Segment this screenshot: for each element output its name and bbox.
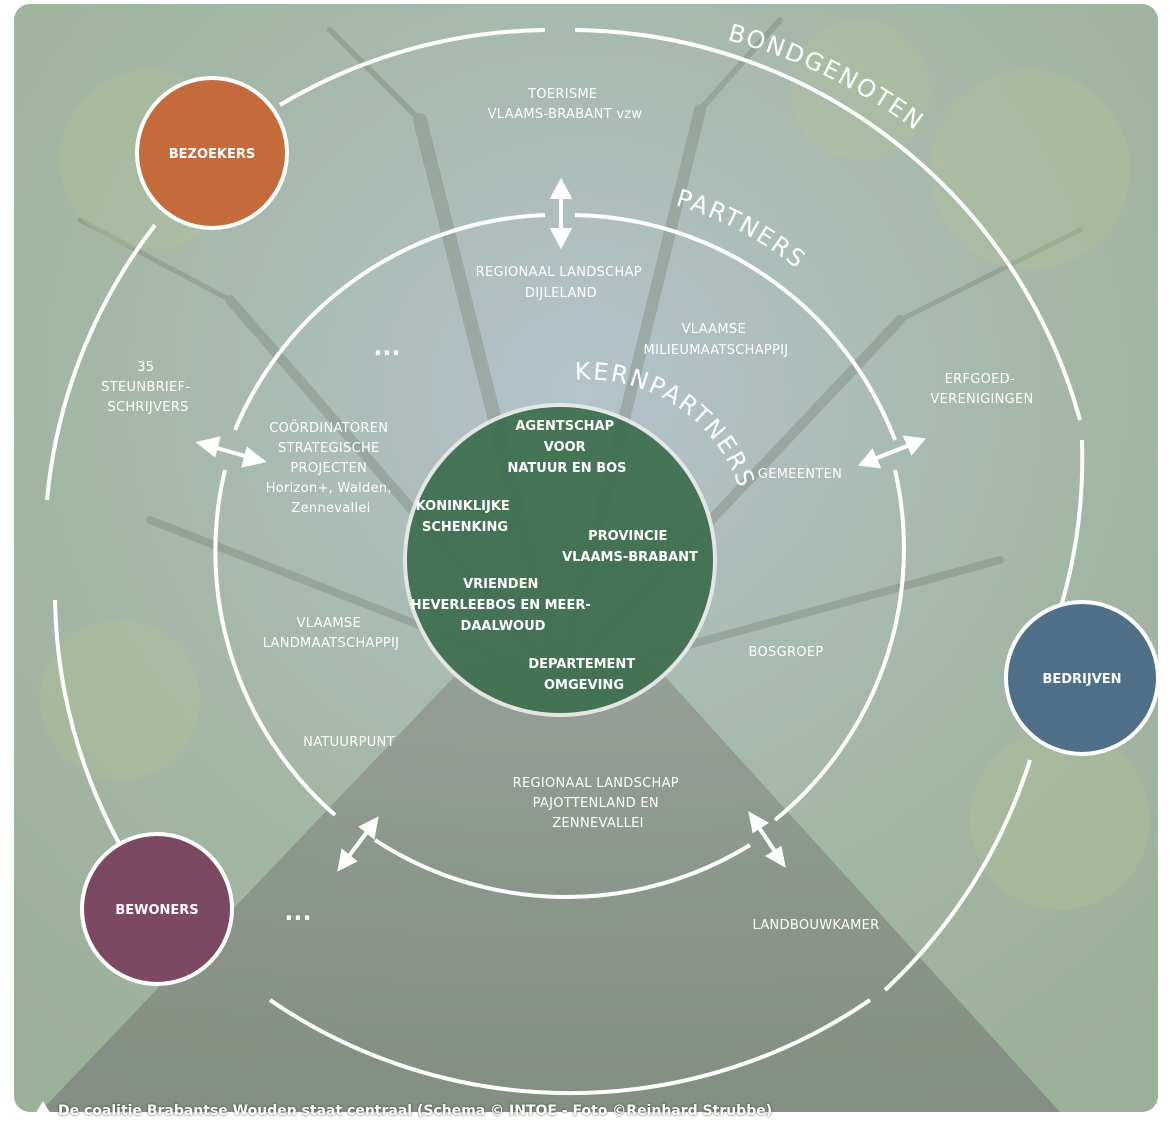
bezoekers-circle (135, 76, 289, 230)
stakeholder-bezoekers: BEZOEKERS (135, 76, 289, 230)
bezoekers-label: BEZOEKERS (169, 147, 255, 162)
triangle-icon (34, 1101, 52, 1116)
stakeholder-bewoners: BEWONERS (80, 832, 234, 986)
arrow-bottom-left (337, 816, 379, 872)
arrow-left (195, 436, 267, 468)
partner-natuurpunt: NATUURPUNT (303, 735, 395, 750)
stakeholder-bedrijven: BEDRIJVEN (1004, 600, 1160, 756)
tree-trunk (40, 660, 1060, 1112)
bedrijven-circle (1004, 600, 1160, 756)
partner-ellipsis: ... (373, 333, 400, 361)
arrow-right (858, 435, 926, 469)
core-vrienden: VRIENDEN HEVERLEEBOS EN MEER- DAALWOUD (411, 577, 596, 634)
partner-vlm: VLAAMSE LANDMAATSCHAPPIJ (263, 616, 400, 651)
core-koninklijke: KONINKLIJKE SCHENKING (416, 499, 515, 535)
core-circle (403, 403, 717, 717)
arrows (195, 177, 926, 872)
core-departement: DEPARTEMENT OMGEVING (528, 657, 639, 693)
ally-steunbrief: 35 STEUNBRIEF- SCHRIJVERS (101, 360, 195, 415)
bedrijven-label: BEDRIJVEN (1042, 672, 1121, 687)
bewoners-label: BEWONERS (115, 903, 198, 918)
arrow-bottom-right (748, 811, 786, 868)
ally-ellipsis: ... (284, 898, 311, 926)
partner-vmm: VLAAMSE MILIEUMAATSCHAPPIJ (644, 322, 789, 358)
partner-bosgroep: BOSGROEP (749, 645, 824, 660)
ally-toerisme: TOERISME VLAAMS-BRABANT vzw (488, 87, 643, 122)
ring-partners (213, 213, 906, 899)
partner-gemeenten: GEMEENTEN (758, 467, 842, 482)
bewoners-circle (80, 832, 234, 986)
partner-coordinatoren: COÖRDINATOREN STRATEGISCHE PROJECTEN Hor… (266, 419, 397, 516)
caption-text: De coalitie Brabantse Wouden staat centr… (58, 1103, 773, 1119)
core-provincie: PROVINCIE VLAAMS-BRABANT (562, 529, 698, 565)
core-agentschap: AGENTSCHAP VOOR NATUUR EN BOS (507, 419, 626, 476)
ally-landbouwkamer: LANDBOUWKAMER (752, 918, 879, 933)
ally-erfgoed: ERFGOED- VERENIGINGEN (930, 372, 1033, 407)
photo-caption: De coalitie Brabantse Wouden staat centr… (34, 1101, 772, 1119)
arrow-top (549, 177, 573, 250)
partner-rl-dijleland: REGIONAAL LANDSCHAP DIJLELAND (476, 265, 647, 301)
partner-rl-pajottenland: REGIONAAL LANDSCHAP PAJOTTENLAND EN ZENN… (513, 776, 684, 831)
